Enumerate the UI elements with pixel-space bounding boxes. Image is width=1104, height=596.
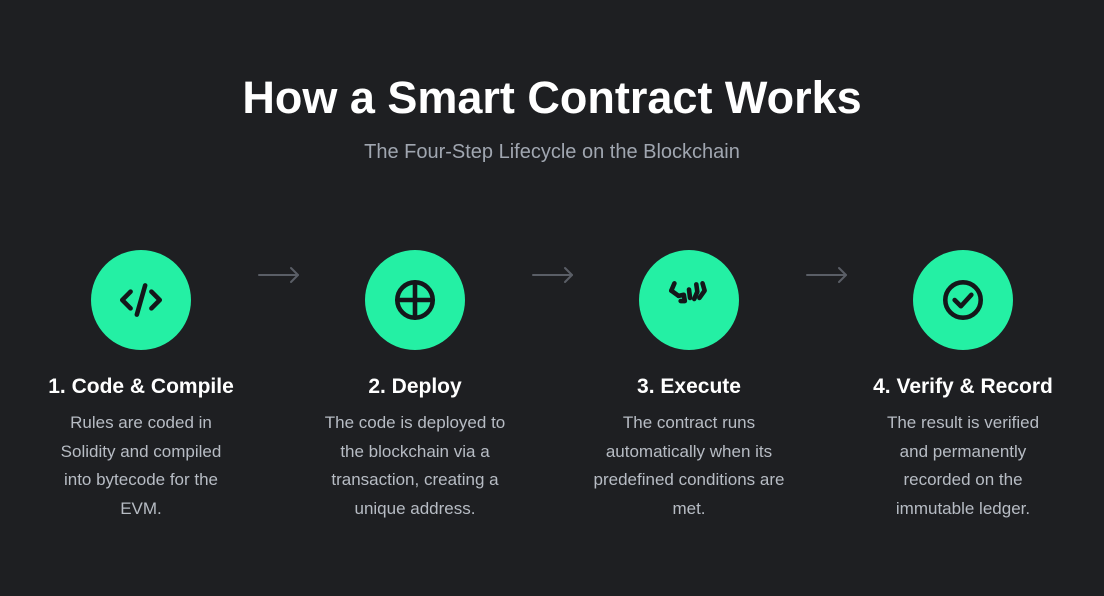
step-code-compile: 1. Code & Compile Rules are coded in Sol… [21, 250, 261, 523]
crosshair-icon [395, 280, 435, 320]
step-description: The code is deployed to the blockchain v… [324, 413, 506, 518]
step-description: The contract runs automatically when its… [593, 413, 785, 518]
step-icon-circle [91, 250, 191, 350]
step-title: 2. Deploy [368, 375, 462, 398]
handshake-icon [669, 281, 707, 304]
code-icon [119, 283, 163, 317]
step-verify-record: 4. Verify & Record The result is verifie… [843, 250, 1083, 523]
step-icon-circle [913, 250, 1013, 350]
arrow-right-icon [806, 267, 847, 283]
page-title: How a Smart Contract Works [242, 72, 862, 123]
step-description: Rules are coded in Solidity and compiled… [60, 413, 222, 518]
arrow-right-icon [258, 267, 299, 283]
step-title: 1. Code & Compile [48, 375, 234, 398]
page-subtitle: The Four-Step Lifecycle on the Blockchai… [364, 141, 740, 163]
check-circle-icon [943, 280, 983, 320]
step-title: 3. Execute [637, 375, 741, 398]
step-icon-circle [639, 250, 739, 350]
step-icon-circle [365, 250, 465, 350]
step-execute: 3. Execute The contract runs automatical… [569, 250, 809, 523]
step-title: 4. Verify & Record [873, 375, 1053, 398]
step-deploy: 2. Deploy The code is deployed to the bl… [295, 250, 535, 523]
arrow-right-icon [532, 267, 573, 283]
step-description: The result is verified and permanently r… [886, 413, 1040, 518]
